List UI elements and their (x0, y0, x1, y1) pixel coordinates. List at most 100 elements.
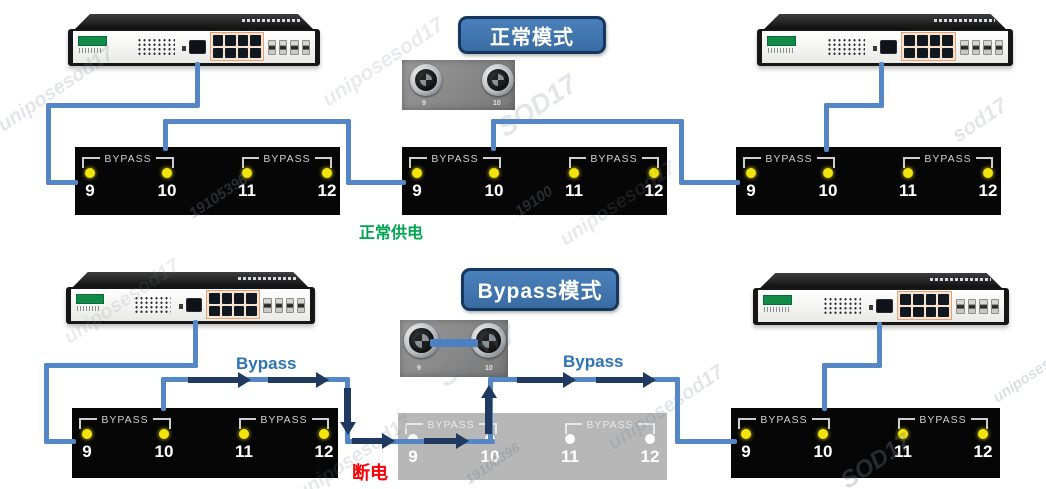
switch-chassis-top (758, 273, 1004, 290)
brand-badge (764, 296, 792, 305)
bypass-port-11: 11 (227, 168, 267, 199)
rj45-port (916, 47, 928, 59)
badge-subtext-bar (79, 48, 104, 54)
bracket-line (79, 418, 98, 429)
bypass-group-label: BYPASS (924, 153, 972, 165)
connector-label-10: 10 (485, 365, 493, 372)
bracket-line (311, 418, 329, 429)
connector-photo-normal: 9 10 (402, 60, 515, 110)
bypass-port-9: 9 (731, 168, 771, 199)
rj45-port (925, 293, 937, 305)
rj45-port (250, 34, 261, 46)
port-number: 12 (978, 181, 998, 200)
port-led-9 (412, 168, 422, 178)
rj45-port (942, 47, 954, 59)
led-matrix (821, 296, 862, 315)
sfp-port (983, 39, 992, 55)
rj45-port-block (210, 32, 263, 61)
sfp-port-block (267, 39, 311, 55)
cable-sw3-pb1 (44, 363, 198, 368)
flow-arrow-down-icon (344, 388, 351, 422)
port-number: 11 (899, 181, 917, 200)
bracket-line (811, 418, 830, 429)
port-led-10 (162, 168, 172, 178)
port-number: 12 (973, 442, 993, 461)
switch-model-text-bar (237, 277, 298, 280)
sfp-port (990, 298, 1000, 314)
port-number: 9 (408, 447, 418, 466)
port-led-9 (85, 168, 95, 178)
connector-photo-bypass: 9 10 (400, 320, 508, 377)
port-number: 10 (480, 447, 500, 466)
normal-power-label: 正常供电 (359, 225, 424, 242)
cable-sw1-p1 (46, 103, 198, 108)
bypass-group-bracket: BYPASS (82, 153, 174, 168)
bracket-line (641, 157, 659, 168)
sfp-port (263, 297, 272, 313)
bypass-group-label: BYPASS (263, 153, 311, 165)
sfp-port (967, 298, 977, 314)
rj45-port (900, 293, 911, 305)
bypass-port-12: 12 (634, 168, 674, 199)
sfp-port (290, 39, 299, 55)
bracket-line (569, 157, 587, 168)
port-led-12 (645, 434, 655, 444)
bracket-line (743, 157, 762, 168)
port-led-11 (242, 168, 252, 178)
rj45-port (246, 292, 257, 304)
aviation-connector-9-icon (410, 64, 442, 96)
cable-p1-p2 (163, 119, 168, 151)
cable-sw2-p3 (824, 103, 829, 152)
reset-icon (181, 46, 186, 52)
port-number: 11 (561, 447, 579, 466)
port-led-11 (903, 168, 913, 178)
cable-p1-p2 (346, 119, 351, 185)
switch-top-right (757, 14, 1013, 68)
bypass-port-9: 9 (726, 429, 766, 460)
bracket-line (314, 157, 332, 168)
console-port (186, 298, 202, 312)
port-led-11 (565, 434, 575, 444)
cable-sw4-pb3 (877, 322, 882, 368)
sfp-port-block (956, 298, 1000, 314)
bypass-group-bracket: BYPASS (569, 154, 659, 168)
port-number: 10 (157, 181, 177, 200)
bypass-port-9: 9 (70, 168, 110, 199)
rj45-port (916, 34, 928, 46)
sfp-port-block (263, 297, 306, 313)
rj45-port (237, 47, 249, 59)
switch-chassis-top (73, 14, 315, 31)
port-number: 9 (741, 442, 751, 461)
rj45-port (221, 292, 232, 304)
bracket-line (970, 418, 988, 429)
flow-arrow-right-icon (596, 377, 643, 383)
rj45-port (904, 34, 915, 46)
connector-label-9: 9 (417, 365, 421, 372)
port-led-10 (489, 168, 499, 178)
bracket-line (898, 418, 916, 429)
port-number: 9 (85, 181, 95, 200)
port-led-12 (649, 168, 659, 178)
bypass-group-label: BYPASS (765, 153, 813, 165)
cable-sw1-p1 (46, 180, 78, 185)
port-number: 11 (235, 442, 253, 461)
switch-model-text-bar (933, 19, 996, 22)
cable-pb1-bypass (161, 377, 350, 382)
cable-p2-p3 (491, 119, 496, 151)
bypass-group-label: BYPASS (104, 153, 152, 165)
bypass-port-9: 9 (397, 168, 437, 199)
rj45-port (233, 305, 245, 317)
rj45-port (225, 34, 236, 46)
port-led-9 (746, 168, 756, 178)
rj45-port (912, 293, 924, 305)
bypass-port-9: 9 (67, 429, 107, 460)
bypass-mode-title: Bypass模式 (461, 268, 619, 311)
bracket-line (242, 157, 260, 168)
cable-sw2-p3 (879, 62, 884, 108)
bypass-group-bracket: BYPASS (565, 420, 655, 434)
switch-front-panel (757, 29, 1013, 66)
badge-subtext-bar (76, 306, 101, 312)
rj45-port (912, 306, 924, 318)
